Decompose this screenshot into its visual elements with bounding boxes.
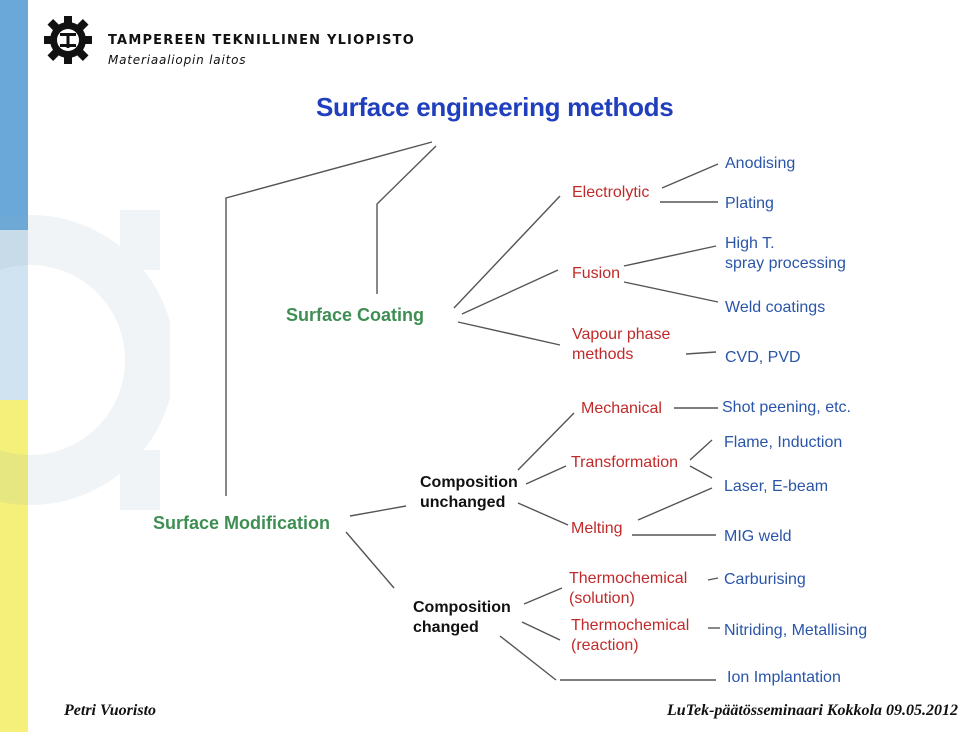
side-stripe-lightblue xyxy=(0,230,28,400)
nitriding-label: Nitriding, Metallising xyxy=(724,622,868,639)
anodising-label: Anodising xyxy=(725,155,796,172)
cvd-pvd-label: CVD, PVD xyxy=(725,349,801,366)
comp-unchanged-line2: unchanged xyxy=(420,494,506,511)
electrolytic-label: Electrolytic xyxy=(572,184,650,201)
footer-author: Petri Vuoristo xyxy=(64,702,157,719)
surface-modification-label: Surface Modification xyxy=(153,513,331,533)
composition-unchanged-label: Composition unchanged xyxy=(420,473,518,513)
plating-label: Plating xyxy=(725,195,774,212)
footer-event: LuTek-päätösseminaari Kokkola 09.05.2012 xyxy=(667,702,958,719)
slide-title: Surface engineering methods xyxy=(316,92,674,122)
thermo-solution-line1: Thermochemical xyxy=(569,570,688,587)
fusion-label: Fusion xyxy=(572,265,621,282)
side-stripe-yellow xyxy=(0,400,28,732)
thermo-solution-line2: (solution) xyxy=(569,590,635,607)
transformation-label: Transformation xyxy=(571,454,678,471)
vapour-phase-label: Vapour phase methods xyxy=(572,325,670,365)
mechanical-label: Mechanical xyxy=(581,400,662,417)
side-stripe-blue xyxy=(0,0,28,230)
high-t-label: High T. spray processing xyxy=(725,234,846,274)
high-t-line1: High T. xyxy=(725,235,775,252)
mig-weld-label: MIG weld xyxy=(724,528,792,545)
thermochemical-solution-label: Thermochemical (solution) xyxy=(569,569,687,609)
university-logo-icon xyxy=(44,16,92,64)
comp-changed-line1: Composition xyxy=(413,599,511,616)
composition-changed-label: Composition changed xyxy=(413,598,511,638)
ion-implantation-label: Ion Implantation xyxy=(727,669,841,686)
thermochemical-reaction-label: Thermochemical (reaction) xyxy=(571,616,689,656)
vapour-line2: methods xyxy=(572,346,634,363)
gear-watermark-icon xyxy=(0,210,170,510)
weld-coatings-label: Weld coatings xyxy=(725,299,826,316)
thermo-reaction-line2: (reaction) xyxy=(571,637,639,654)
department-name: Materiaaliopin laitos xyxy=(108,53,247,67)
surface-coating-label: Surface Coating xyxy=(286,305,425,325)
flame-induction-label: Flame, Induction xyxy=(724,434,843,451)
shot-peening-label: Shot peening, etc. xyxy=(722,399,851,416)
university-name: TAMPEREEN TEKNILLINEN YLIOPISTO xyxy=(108,33,415,48)
high-t-line2: spray processing xyxy=(725,255,846,272)
comp-changed-line2: changed xyxy=(413,619,479,636)
thermo-reaction-line1: Thermochemical xyxy=(571,617,690,634)
vapour-line1: Vapour phase xyxy=(572,326,671,343)
carburising-label: Carburising xyxy=(724,571,806,588)
laser-ebeam-label: Laser, E-beam xyxy=(724,478,829,495)
melting-label: Melting xyxy=(571,520,623,537)
comp-unchanged-line1: Composition xyxy=(420,474,518,491)
